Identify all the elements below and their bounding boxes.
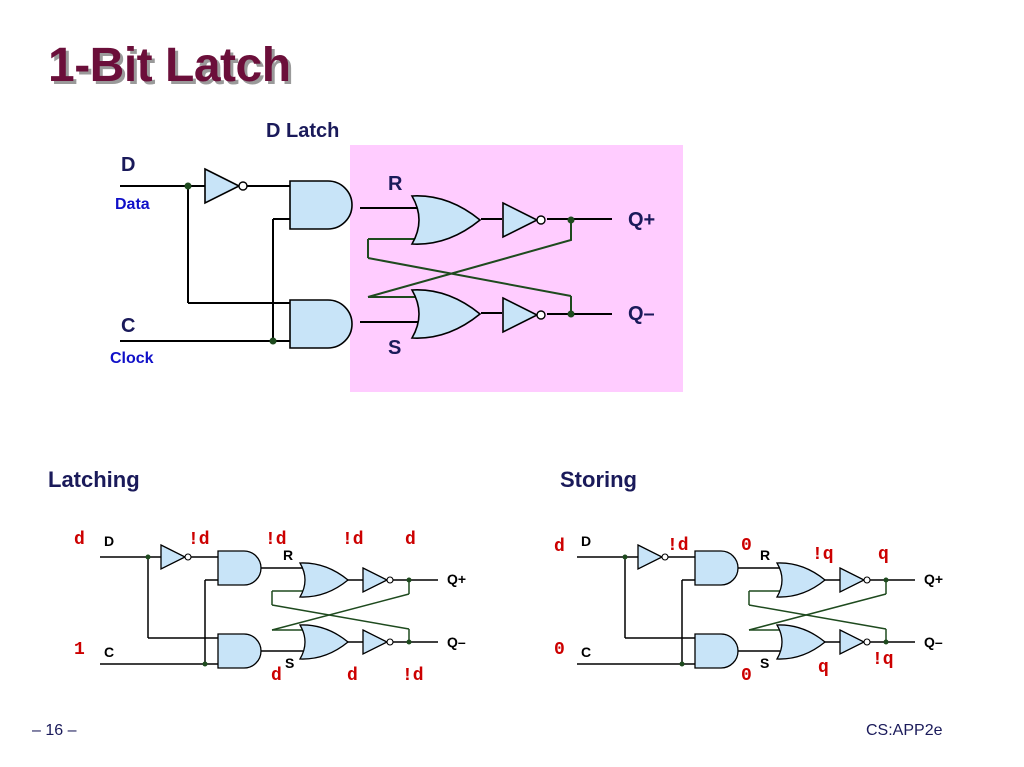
storing-circuit: D C R S Q+ Q– d 0 !d 0 !q q 0 q !q — [554, 533, 943, 686]
value-qplus: d — [405, 530, 416, 550]
inverter-gate — [204, 168, 248, 204]
value-qminus: !q — [872, 650, 894, 670]
sr-latch-highlight — [350, 145, 683, 392]
and-gate-top — [694, 550, 739, 586]
value-or-bottom-out: q — [818, 658, 829, 678]
value-or-top-out: !q — [812, 545, 834, 565]
inverter-gate — [637, 544, 669, 570]
value-inv-out: !d — [667, 536, 689, 556]
value-qplus: q — [878, 545, 889, 565]
output-qplus-label: Q+ — [628, 209, 655, 231]
pin-c-label: C — [581, 644, 591, 660]
main-feedback-wires — [367, 219, 572, 314]
pin-r-label: R — [760, 547, 770, 563]
out-qplus-label: Q+ — [924, 571, 943, 587]
slide-title: 1-Bit Latch — [48, 39, 291, 92]
value-c-in: 1 — [74, 640, 85, 660]
pin-d-label: D — [581, 533, 591, 549]
main-wires — [120, 185, 612, 342]
value-r: 0 — [741, 536, 752, 556]
or-gate-top — [299, 562, 349, 598]
pin-c-label: C — [104, 644, 114, 660]
junction-dot — [269, 337, 277, 345]
inverter-top — [839, 567, 871, 593]
and-gate-top — [217, 550, 262, 586]
value-s: 0 — [741, 666, 752, 686]
input-c-label: C — [121, 315, 135, 337]
value-c-in: 0 — [554, 640, 565, 660]
junction-dot — [184, 182, 192, 190]
input-d-desc: Data — [115, 196, 150, 213]
value-r: !d — [265, 530, 287, 550]
and-gate-bottom — [694, 633, 739, 669]
output-qminus-label: Q– — [628, 303, 655, 325]
latching-circuit: D C R S Q+ Q– d 1 !d !d !d d d d !d — [74, 530, 466, 686]
inverter-bottom — [839, 629, 871, 655]
pin-s-label: S — [285, 655, 294, 671]
out-qminus-label: Q– — [924, 634, 943, 650]
value-qminus: !d — [402, 666, 424, 686]
out-qminus-label: Q– — [447, 634, 466, 650]
pin-d-label: D — [104, 533, 114, 549]
pin-r-label: R — [283, 547, 293, 563]
or-gate-bottom — [776, 624, 826, 660]
course-label: CS:APP2e — [866, 722, 943, 739]
value-d-in: d — [74, 530, 85, 550]
node-r-label: R — [388, 173, 403, 195]
input-c-desc: Clock — [110, 350, 154, 367]
inverter-gate — [160, 544, 192, 570]
storing-heading: Storing — [560, 467, 637, 492]
or-gate-top — [776, 562, 826, 598]
out-qplus-label: Q+ — [447, 571, 466, 587]
value-d-in: d — [554, 537, 565, 557]
page-number: – 16 – — [32, 722, 77, 739]
value-s: d — [271, 666, 282, 686]
and-gate-bottom — [289, 299, 353, 349]
input-d-label: D — [121, 154, 135, 176]
inverter-bottom — [362, 629, 394, 655]
or-gate-bottom — [299, 624, 349, 660]
and-gate-bottom — [217, 633, 262, 669]
and-gate-top — [289, 180, 353, 230]
main-d-latch: D Latch D Data C Clock R S Q+ Q– — [110, 120, 683, 392]
value-or-top-out: !d — [342, 530, 364, 550]
value-inv-out: !d — [188, 530, 210, 550]
latching-heading: Latching — [48, 467, 140, 492]
value-or-bottom-out: d — [347, 666, 358, 686]
node-s-label: S — [388, 337, 401, 359]
inverter-top — [362, 567, 394, 593]
junction-dot — [567, 310, 575, 318]
junction-dot — [567, 216, 575, 224]
d-latch-caption: D Latch — [266, 120, 339, 142]
pin-s-label: S — [760, 655, 769, 671]
